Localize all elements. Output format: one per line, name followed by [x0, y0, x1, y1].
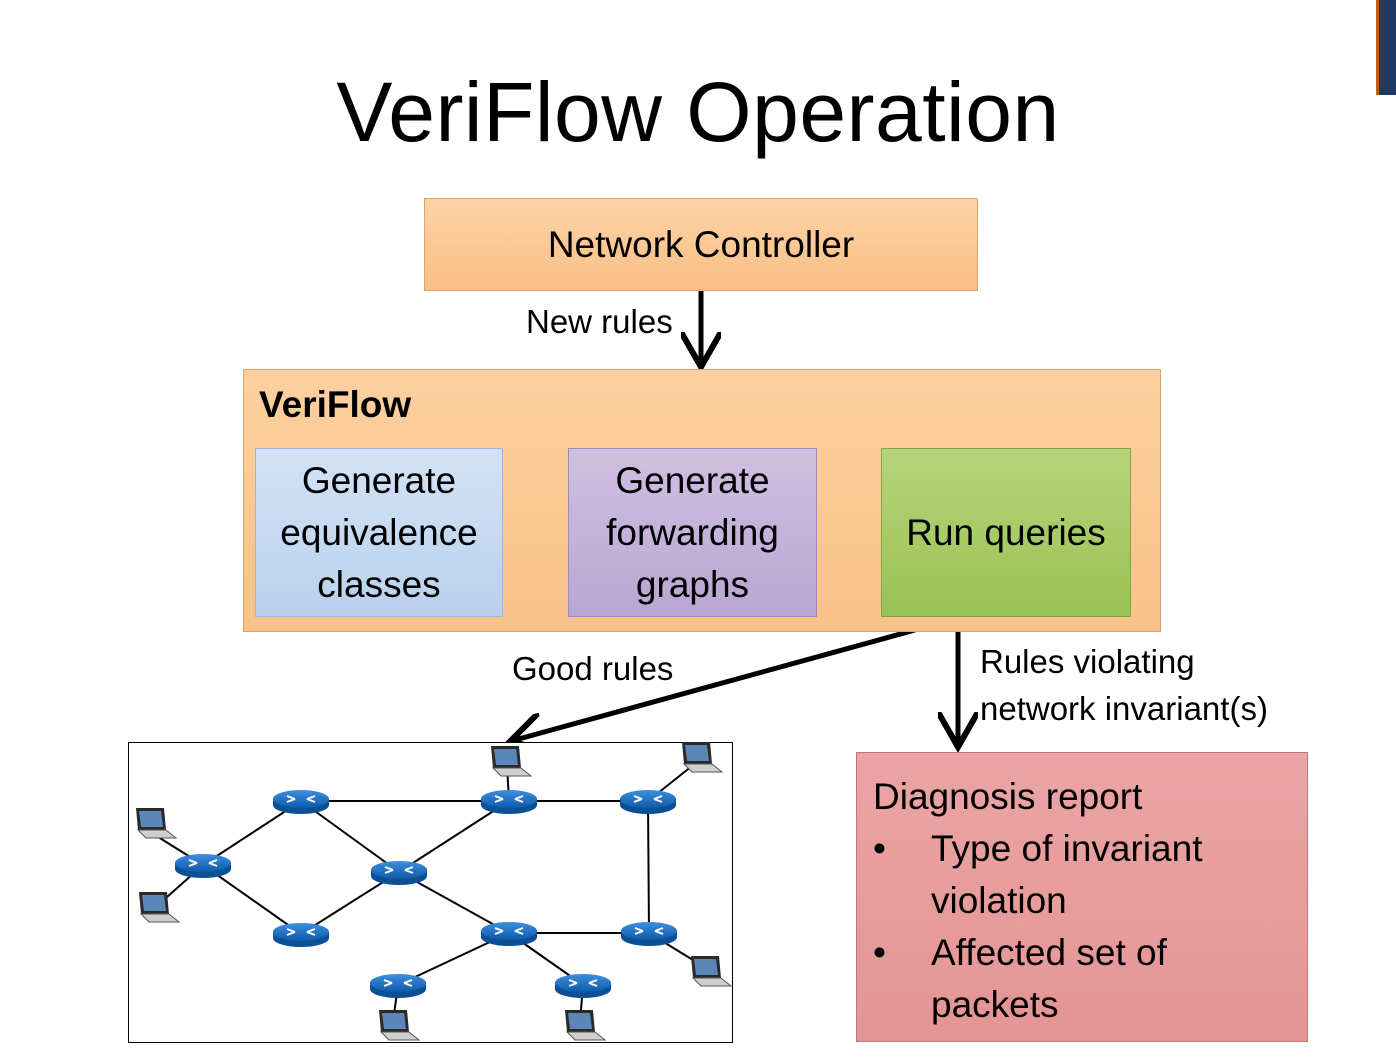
good-rules-label: Good rules: [512, 650, 674, 687]
network-controller-box: Network Controller: [424, 198, 978, 291]
report-item-1-line-1: Type of invariant: [931, 828, 1203, 869]
laptop-icon: [690, 955, 732, 987]
router-icon: [554, 973, 612, 999]
arrow-good-rules: [515, 627, 916, 740]
corner-decoration: [1376, 0, 1396, 95]
report-item: • Affected set of packets: [873, 927, 1307, 1031]
bullet-icon: •: [873, 828, 886, 869]
report-item-2-line-2: packets: [931, 984, 1059, 1025]
laptop-icon: [135, 807, 177, 839]
violating-rules-label-2: network invariant(s): [980, 690, 1268, 727]
stage-2-line-3: graphs: [635, 563, 750, 605]
bullet-icon: •: [873, 932, 886, 973]
router-icon: [174, 853, 232, 879]
report-item: • Type of invariant violation: [873, 823, 1307, 927]
network-controller-label: Network Controller: [547, 223, 855, 265]
stage-run-queries: Run queries: [881, 448, 1131, 617]
laptop-icon: [378, 1009, 420, 1041]
diagnosis-report-title: Diagnosis report: [873, 776, 1143, 817]
stage-equivalence-classes: Generate equivalence classes: [255, 448, 503, 617]
router-icon: [619, 789, 677, 815]
stage-3-line-1: Run queries: [906, 511, 1106, 553]
stage-1-line-3: classes: [317, 563, 441, 605]
new-rules-label: New rules: [526, 303, 673, 340]
router-icon: [272, 922, 330, 948]
laptop-icon: [138, 891, 180, 923]
router-icon: [480, 921, 538, 947]
router-icon: [480, 789, 538, 815]
report-item-1-line-2: violation: [931, 880, 1067, 921]
router-icon: [370, 860, 428, 886]
laptop-icon: [564, 1009, 606, 1041]
stage-2-line-1: Generate: [615, 459, 770, 501]
router-icon: [620, 921, 678, 947]
diagnosis-report-box: Diagnosis report • Type of invariant vio…: [856, 752, 1308, 1042]
stage-1-line-1: Generate: [301, 459, 457, 501]
stage-2-line-2: forwarding: [606, 511, 779, 553]
laptop-icon: [681, 741, 723, 773]
router-icon: [272, 789, 330, 815]
router-icon: [369, 973, 427, 999]
report-item-2-line-1: Affected set of: [931, 932, 1167, 973]
violating-rules-label-1: Rules violating: [980, 643, 1195, 680]
slide-title: VeriFlow Operation: [336, 65, 1060, 159]
veriflow-label: VeriFlow: [259, 384, 412, 425]
stage-forwarding-graphs: Generate forwarding graphs: [568, 448, 817, 617]
laptop-icon: [490, 745, 532, 777]
stage-1-line-2: equivalence: [280, 511, 478, 553]
